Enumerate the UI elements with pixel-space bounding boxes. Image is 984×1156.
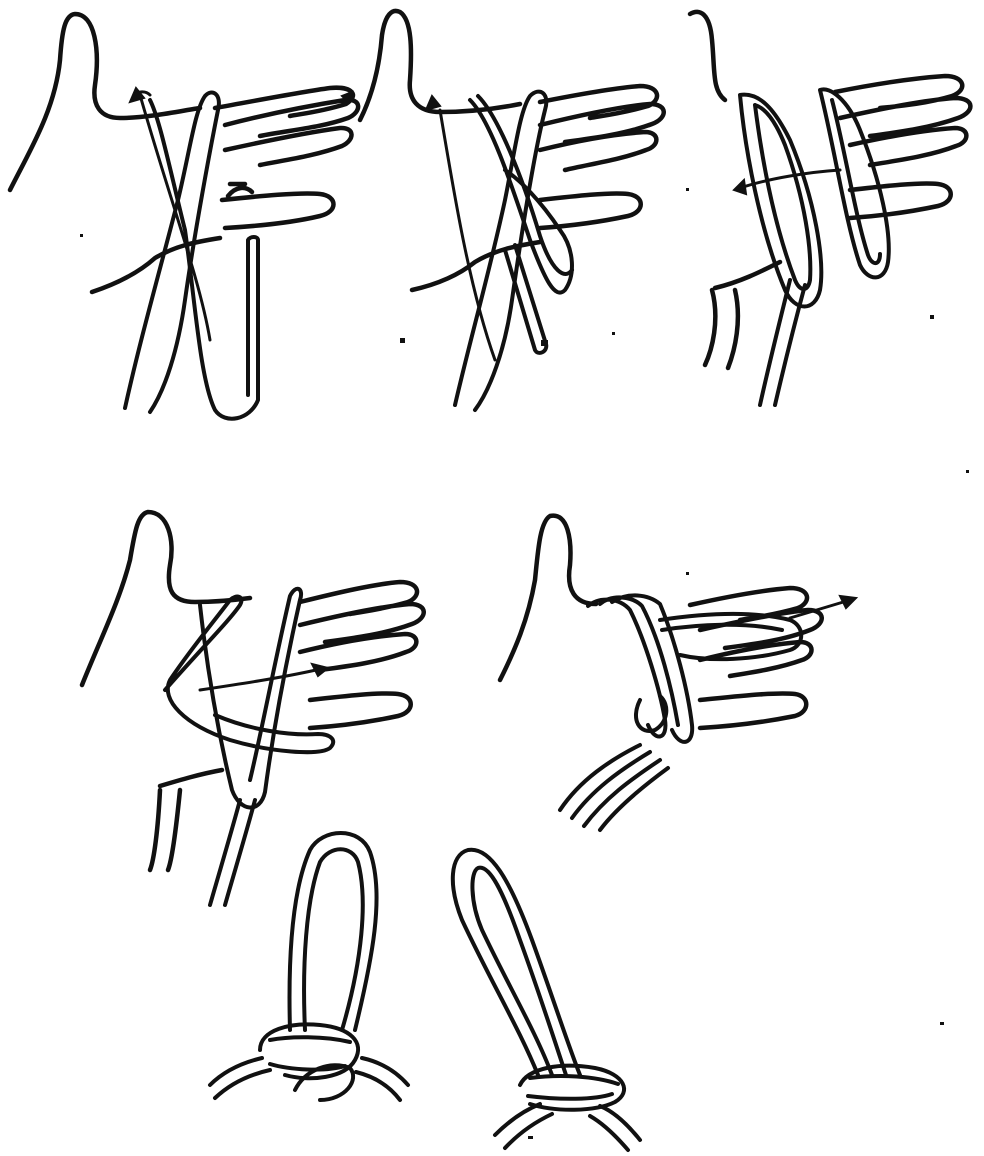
step-1-rope-left: [125, 92, 219, 412]
step-1-thumb: [10, 14, 200, 190]
step-2-rope-under: [440, 110, 495, 360]
step-4-wrist: [150, 770, 222, 870]
step-7-finished-knot: [453, 850, 640, 1150]
step-3-wrist: [705, 262, 780, 368]
step-2-panel: [360, 11, 664, 410]
step-3-loop-right: [820, 89, 889, 277]
step-1-panel: [10, 14, 358, 419]
step-2-arrow: [426, 96, 440, 110]
step-6-loop-inner: [304, 849, 363, 1030]
step-4-thumb: [82, 512, 250, 685]
step-5-panel: [500, 516, 856, 830]
step-7-knot-a: [520, 1066, 624, 1110]
step-2-thumb: [360, 11, 520, 120]
scan-specks: [80, 188, 969, 1139]
step-5-coil-1: [588, 600, 665, 737]
step-7-knot-b: [528, 1076, 618, 1099]
step-3-thumb: [690, 12, 725, 100]
step-1-palm: [228, 184, 252, 196]
step-6-finished-knot: [210, 833, 408, 1100]
step-4-panel: [82, 512, 424, 905]
step-4-fingers: [300, 582, 424, 728]
step-1-fingers: [215, 88, 358, 228]
step-3-rope-tail: [760, 280, 805, 405]
step-3-panel: [690, 12, 970, 405]
step-3-loop-left-inner: [755, 105, 810, 289]
step-4-rope-tail: [210, 800, 255, 905]
step-5-tails: [560, 745, 668, 830]
step-5-thumb: [500, 516, 596, 680]
step-2-fingers: [540, 86, 664, 228]
